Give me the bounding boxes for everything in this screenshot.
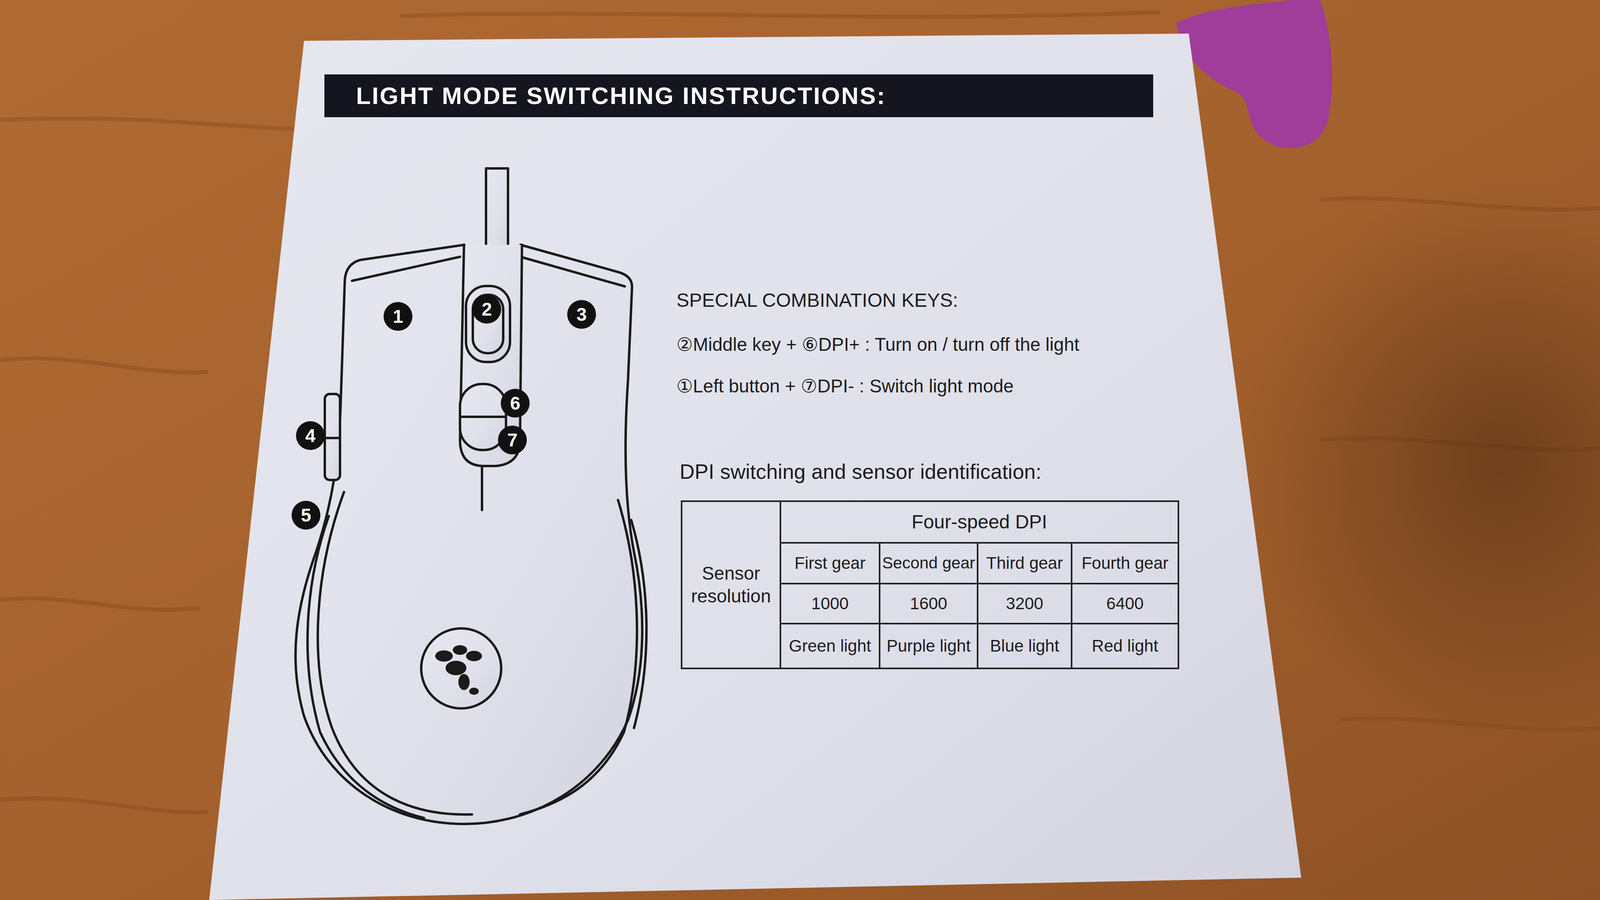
callout-badges xyxy=(291,294,596,530)
callout-number: 2 xyxy=(472,294,502,324)
section-heading: SPECIAL COMBINATION KEYS: xyxy=(676,288,958,312)
mouse-illustration xyxy=(295,168,647,824)
table-cell: Red light xyxy=(1073,625,1177,667)
callout-number: 5 xyxy=(291,500,321,530)
grip-line xyxy=(307,516,424,818)
mouse-body xyxy=(295,244,643,824)
table-cell: First gear xyxy=(782,544,878,582)
table-grid xyxy=(681,501,1179,669)
instruction-line: ①Left button + ⑦DPI- : Switch light mode xyxy=(676,375,1014,398)
table-cell: Blue light xyxy=(979,625,1070,667)
callout-number: 3 xyxy=(567,300,596,329)
side-divider xyxy=(324,436,340,440)
table-cell: Third gear xyxy=(979,544,1070,582)
callout-number: 1 xyxy=(383,302,413,331)
table-cell: Sensor resolution xyxy=(683,503,779,667)
table-cell: Green light xyxy=(782,625,878,667)
logo-ring xyxy=(421,628,502,709)
table-cell: 1000 xyxy=(782,585,878,622)
callout-badge xyxy=(500,388,530,418)
paper-sheet xyxy=(209,33,1302,900)
callout-badge xyxy=(296,421,325,450)
callout-number: 7 xyxy=(498,425,527,455)
table-cell: Second gear xyxy=(881,544,976,582)
table-cell: Fourth gear xyxy=(1073,544,1177,582)
grip-line xyxy=(631,520,647,728)
shadow xyxy=(1240,180,1600,740)
button-edge xyxy=(520,256,625,287)
section-heading: DPI switching and sensor identification: xyxy=(679,459,1042,484)
table-cell: 1600 xyxy=(881,585,976,622)
callout-number: 4 xyxy=(296,421,325,450)
table-cell: 3200 xyxy=(979,585,1070,622)
scroll-wheel xyxy=(472,294,504,354)
center-line xyxy=(480,467,484,510)
dpi-divider xyxy=(460,415,506,418)
callout-badge xyxy=(291,500,321,530)
side-buttons xyxy=(324,394,340,480)
callout-number: 6 xyxy=(500,388,530,418)
title-bar xyxy=(324,74,1154,118)
table-cell: Purple light xyxy=(881,625,976,667)
callout-badge xyxy=(498,425,527,455)
button-edge xyxy=(352,256,460,281)
scroll-wheel xyxy=(466,286,510,362)
mouse-cable xyxy=(486,168,508,249)
table-cell: Four-speed DPI xyxy=(782,503,1177,541)
table-cell: 6400 xyxy=(1073,585,1177,622)
scorpion-logo xyxy=(435,645,482,695)
grip-line xyxy=(520,500,637,815)
instruction-line: ②Middle key + ⑥DPI+ : Turn on / turn off… xyxy=(676,333,1080,356)
title-text: LIGHT MODE SWITCHING INSTRUCTIONS: xyxy=(356,74,886,118)
callout-badge xyxy=(472,294,502,324)
callout-badge xyxy=(383,302,413,331)
callout-badge xyxy=(567,300,596,329)
